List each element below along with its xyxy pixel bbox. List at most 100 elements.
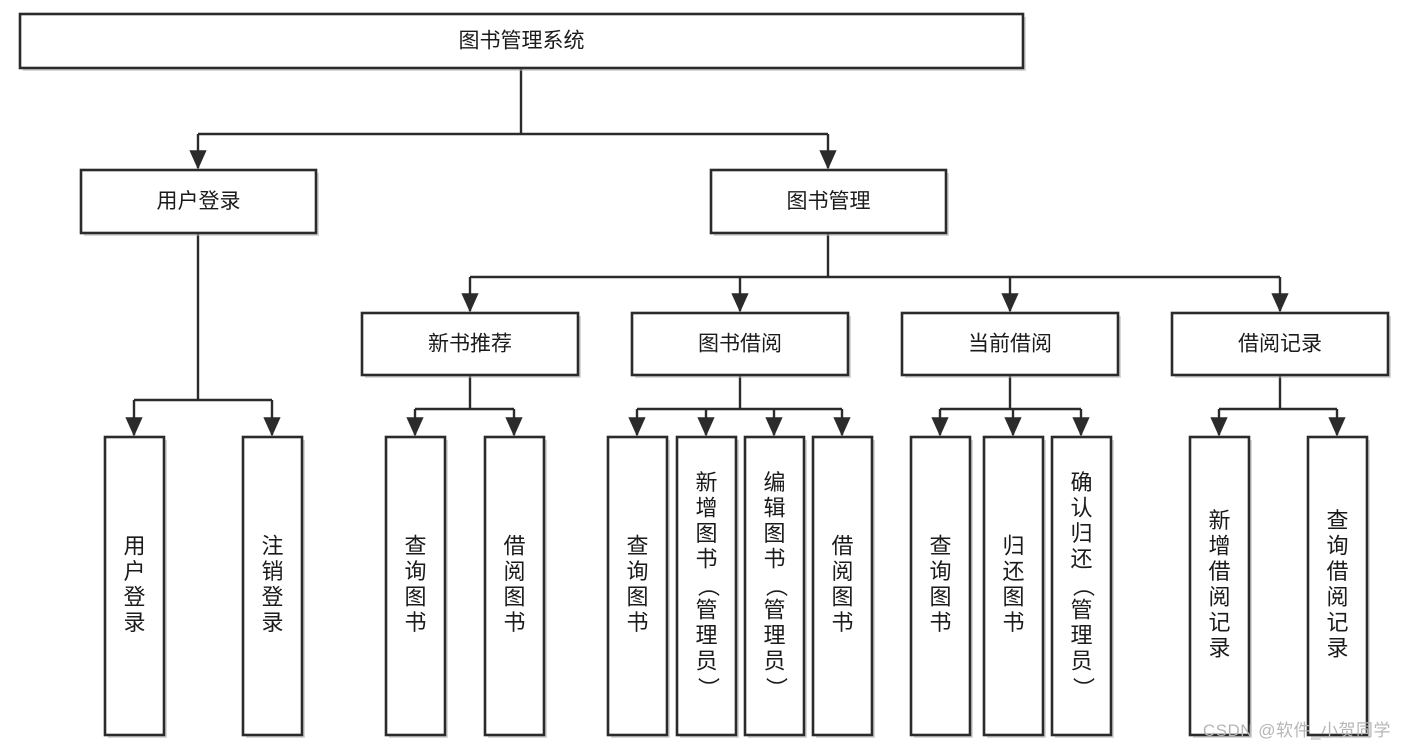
node-label-char: 图 — [929, 585, 951, 610]
node-box[interactable] — [982, 435, 1045, 737]
node-label: 图书管理 — [787, 190, 871, 213]
node-label-char: 理 — [695, 623, 717, 648]
node-level3-2[interactable]: 当前借阅 — [900, 311, 1121, 378]
node-label-char: （ — [696, 575, 721, 597]
node-label-char: 书 — [1002, 610, 1024, 635]
connector-borrow-record-to-leaves — [1210, 375, 1346, 437]
node-box[interactable] — [606, 435, 669, 737]
node-box[interactable] — [1188, 435, 1251, 737]
connector-book-borrow-to-leaves — [628, 375, 851, 437]
node-label-char: 记 — [1326, 610, 1348, 635]
connector-user-login-to-leaves — [125, 233, 281, 437]
node-label-char: 询 — [626, 559, 648, 584]
node-label-char: 管 — [695, 597, 717, 622]
node-label-char: 查 — [929, 534, 951, 559]
node-label-char: 户 — [123, 559, 145, 584]
node-label-char: 员 — [763, 648, 785, 673]
node-box[interactable] — [384, 435, 447, 737]
node-label-char: ） — [1071, 677, 1096, 699]
node-box[interactable] — [1306, 435, 1369, 737]
node-box[interactable] — [743, 435, 806, 737]
node-label-char: （ — [764, 575, 789, 597]
node-box[interactable] — [360, 311, 580, 377]
node-box[interactable] — [1170, 311, 1390, 377]
node-label-char: 录 — [1326, 636, 1348, 661]
node-label-char: 查 — [404, 534, 426, 559]
node-label: 图书借阅 — [698, 333, 782, 356]
node-box[interactable] — [1050, 435, 1113, 737]
node-label-char: 新 — [1208, 508, 1230, 533]
node-box[interactable] — [675, 435, 738, 737]
node-box[interactable] — [900, 311, 1120, 377]
node-box[interactable] — [18, 12, 1025, 70]
node-label-char: 书 — [695, 546, 717, 571]
node-label-char: 管 — [1070, 597, 1092, 622]
node-label-char: 图 — [831, 585, 853, 610]
node-label-char: 询 — [1326, 534, 1348, 559]
node-box[interactable] — [909, 435, 972, 737]
node-box[interactable] — [483, 435, 546, 737]
node-label-char: 录 — [261, 610, 283, 635]
node-level3-1[interactable]: 图书借阅 — [630, 311, 851, 378]
node-box[interactable] — [630, 311, 850, 377]
node-label-char: 录 — [1208, 636, 1230, 661]
node-label-char: 图 — [404, 585, 426, 610]
node-label-char: 员 — [695, 648, 717, 673]
nodes-layer: 图书管理系统用户登录图书管理新书推荐图书借阅当前借阅借阅记录用户登录注销登录查询… — [18, 12, 1391, 738]
node-label-char: 借 — [503, 534, 525, 559]
node-leaf-0[interactable]: 用户登录 — [103, 435, 167, 738]
node-label-char: 销 — [261, 559, 283, 584]
node-level2-1[interactable]: 图书管理 — [709, 168, 949, 236]
node-label-char: 询 — [929, 559, 951, 584]
node-label-char: ） — [696, 677, 721, 699]
node-label-char: 借 — [1208, 559, 1230, 584]
node-label-char: 查 — [626, 534, 648, 559]
node-level3-3[interactable]: 借阅记录 — [1170, 311, 1391, 378]
node-label: 新书推荐 — [428, 333, 512, 356]
node-label-char: 理 — [763, 623, 785, 648]
node-label-char: 员 — [1070, 648, 1092, 673]
connector-new-book-to-leaves — [406, 375, 523, 437]
node-box[interactable] — [709, 168, 948, 235]
node-root-book-management-system[interactable]: 图书管理系统 — [18, 12, 1026, 71]
node-label: 用户登录 — [157, 190, 241, 213]
connector-root-to-level2 — [189, 68, 837, 170]
node-label-char: 管 — [763, 597, 785, 622]
node-label-char: 还 — [1002, 559, 1024, 584]
node-label-char: 归 — [1070, 521, 1092, 546]
node-box[interactable] — [103, 435, 166, 737]
node-label-char: 书 — [404, 610, 426, 635]
node-box[interactable] — [79, 168, 318, 235]
node-label-char: 阅 — [1208, 585, 1230, 610]
node-label-char: 图 — [763, 521, 785, 546]
node-label-char: ） — [764, 677, 789, 699]
connector-book-manage-to-level3 — [461, 233, 1289, 313]
node-label-char: 阅 — [503, 559, 525, 584]
node-label-char: 登 — [261, 585, 283, 610]
node-level3-0[interactable]: 新书推荐 — [360, 311, 581, 378]
node-label-char: 阅 — [831, 559, 853, 584]
node-label-char: 借 — [1326, 559, 1348, 584]
node-box[interactable] — [811, 435, 874, 737]
node-label-char: 增 — [695, 495, 717, 520]
node-level2-0[interactable]: 用户登录 — [79, 168, 319, 236]
node-label-char: 记 — [1208, 610, 1230, 635]
node-box[interactable] — [241, 435, 304, 737]
node-label-char: 辑 — [763, 495, 785, 520]
node-label-char: 认 — [1070, 495, 1092, 520]
node-label-char: 书 — [503, 610, 525, 635]
node-label-char: 图 — [1002, 585, 1024, 610]
